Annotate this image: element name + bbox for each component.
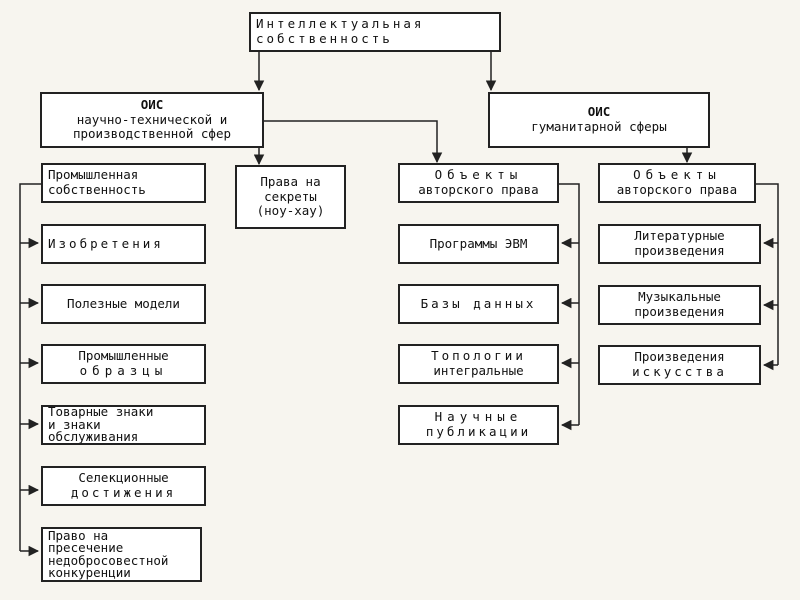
industrial-item-label: Промышленные — [78, 348, 169, 364]
copyright-sci-header-line1: Объекты — [434, 167, 523, 183]
ois-sci-box: ОИС научно-технической и производственно… — [40, 92, 264, 148]
industrial-item-label: Право на — [48, 527, 109, 543]
copyright-sci-item-label: Научные — [434, 409, 523, 425]
copyright-sci-item-label: Базы данных — [420, 295, 537, 311]
copyright-sci-item-label: публикации — [425, 424, 532, 439]
industrial-item-designs: Промышленные образцы — [41, 344, 206, 384]
industrial-item-label: и знаки — [48, 416, 101, 432]
root-box: Интеллектуальная собственность — [249, 12, 501, 52]
secrets-line2: секреты — [264, 188, 317, 204]
industrial-item-label: Товарные знаки — [48, 405, 154, 420]
copyright-hum-spine — [756, 183, 779, 365]
copyright-sci-header-line2: авторского права — [418, 182, 539, 197]
industrial-spine — [19, 183, 41, 551]
industrial-item-breeding: Селекционные достижения — [41, 466, 206, 506]
copyright-hum-item-musical: Музыкальные произведения — [598, 285, 761, 325]
copyright-hum-item-literary: Литературные произведения — [598, 224, 761, 264]
industrial-item-label: Изобретения — [48, 235, 164, 251]
industrial-item-inventions: Изобретения — [41, 224, 206, 264]
copyright-hum-header-line2: авторского права — [616, 182, 738, 197]
industrial-item-unfair-competition: Право на пресечение недобросовестной кон… — [41, 527, 202, 582]
copyright-hum-item-art: Произведения искусства — [598, 345, 761, 385]
industrial-item-label: недобросовестной — [48, 552, 169, 568]
copyright-sci-item-publications: Научные публикации — [398, 405, 559, 445]
copyright-hum-item-label: Произведения — [634, 349, 725, 365]
copyright-sci-item-label: интегральные — [433, 363, 524, 378]
root-line1: Интеллектуальная — [256, 16, 425, 32]
ois-sci-line1: научно-технической и — [76, 111, 228, 127]
ois-hum-title: ОИС — [587, 104, 611, 120]
copyright-sci-item-programs: Программы ЭВМ — [398, 224, 559, 264]
copyright-sci-spine — [559, 183, 580, 425]
copyright-hum-item-label: произведения — [634, 304, 725, 319]
ois-sci-line2: производственной сфер — [72, 126, 232, 142]
copyright-hum-item-label: Музыкальные — [638, 289, 721, 305]
industrial-item-label: конкуренции — [48, 565, 131, 580]
industrial-item-label: пресечение — [48, 540, 124, 555]
industrial-header-line2: собственность — [48, 182, 146, 197]
industrial-item-label: Селекционные — [78, 470, 169, 486]
ois-sci-title: ОИС — [140, 96, 164, 112]
copyright-hum-item-label: произведения — [634, 243, 725, 258]
copyright-sci-item-label: Топологии — [431, 348, 526, 364]
copyright-sci-item-topologies: Топологии интегральные — [398, 344, 559, 384]
secrets-line1: Права на — [260, 173, 321, 189]
industrial-header-box: Промышленная собственность — [41, 163, 206, 203]
secrets-line3: (ноу-хау) — [256, 203, 325, 219]
root-line2: собственность — [256, 31, 393, 46]
industrial-item-label: обслуживания — [48, 429, 139, 445]
industrial-item-label: образцы — [79, 363, 168, 378]
ois-hum-box: ОИС гуманитарной сферы — [488, 92, 710, 148]
industrial-item-label: Полезные модели — [67, 295, 180, 311]
secrets-box: Права на секреты (ноу-хау) — [235, 165, 346, 229]
copyright-hum-item-label: искусства — [632, 364, 727, 379]
industrial-item-utility-models: Полезные модели — [41, 284, 206, 324]
ois-hum-line1: гуманитарной сферы — [531, 119, 667, 134]
industrial-header-line1: Промышленная — [48, 167, 139, 183]
copyright-sci-item-databases: Базы данных — [398, 284, 559, 324]
copyright-hum-item-label: Литературные — [634, 228, 725, 244]
copyright-sci-item-label: Программы ЭВМ — [429, 235, 528, 251]
industrial-item-trademarks: Товарные знаки и знаки обслуживания — [41, 405, 206, 445]
copyright-hum-header-line1: Объекты — [633, 167, 721, 183]
copyright-hum-header-box: Объекты авторского права — [598, 163, 756, 203]
arrow-ois-to-copyright-sci — [264, 120, 443, 164]
industrial-item-label: достижения — [70, 485, 177, 500]
copyright-sci-header-box: Объекты авторского права — [398, 163, 559, 203]
